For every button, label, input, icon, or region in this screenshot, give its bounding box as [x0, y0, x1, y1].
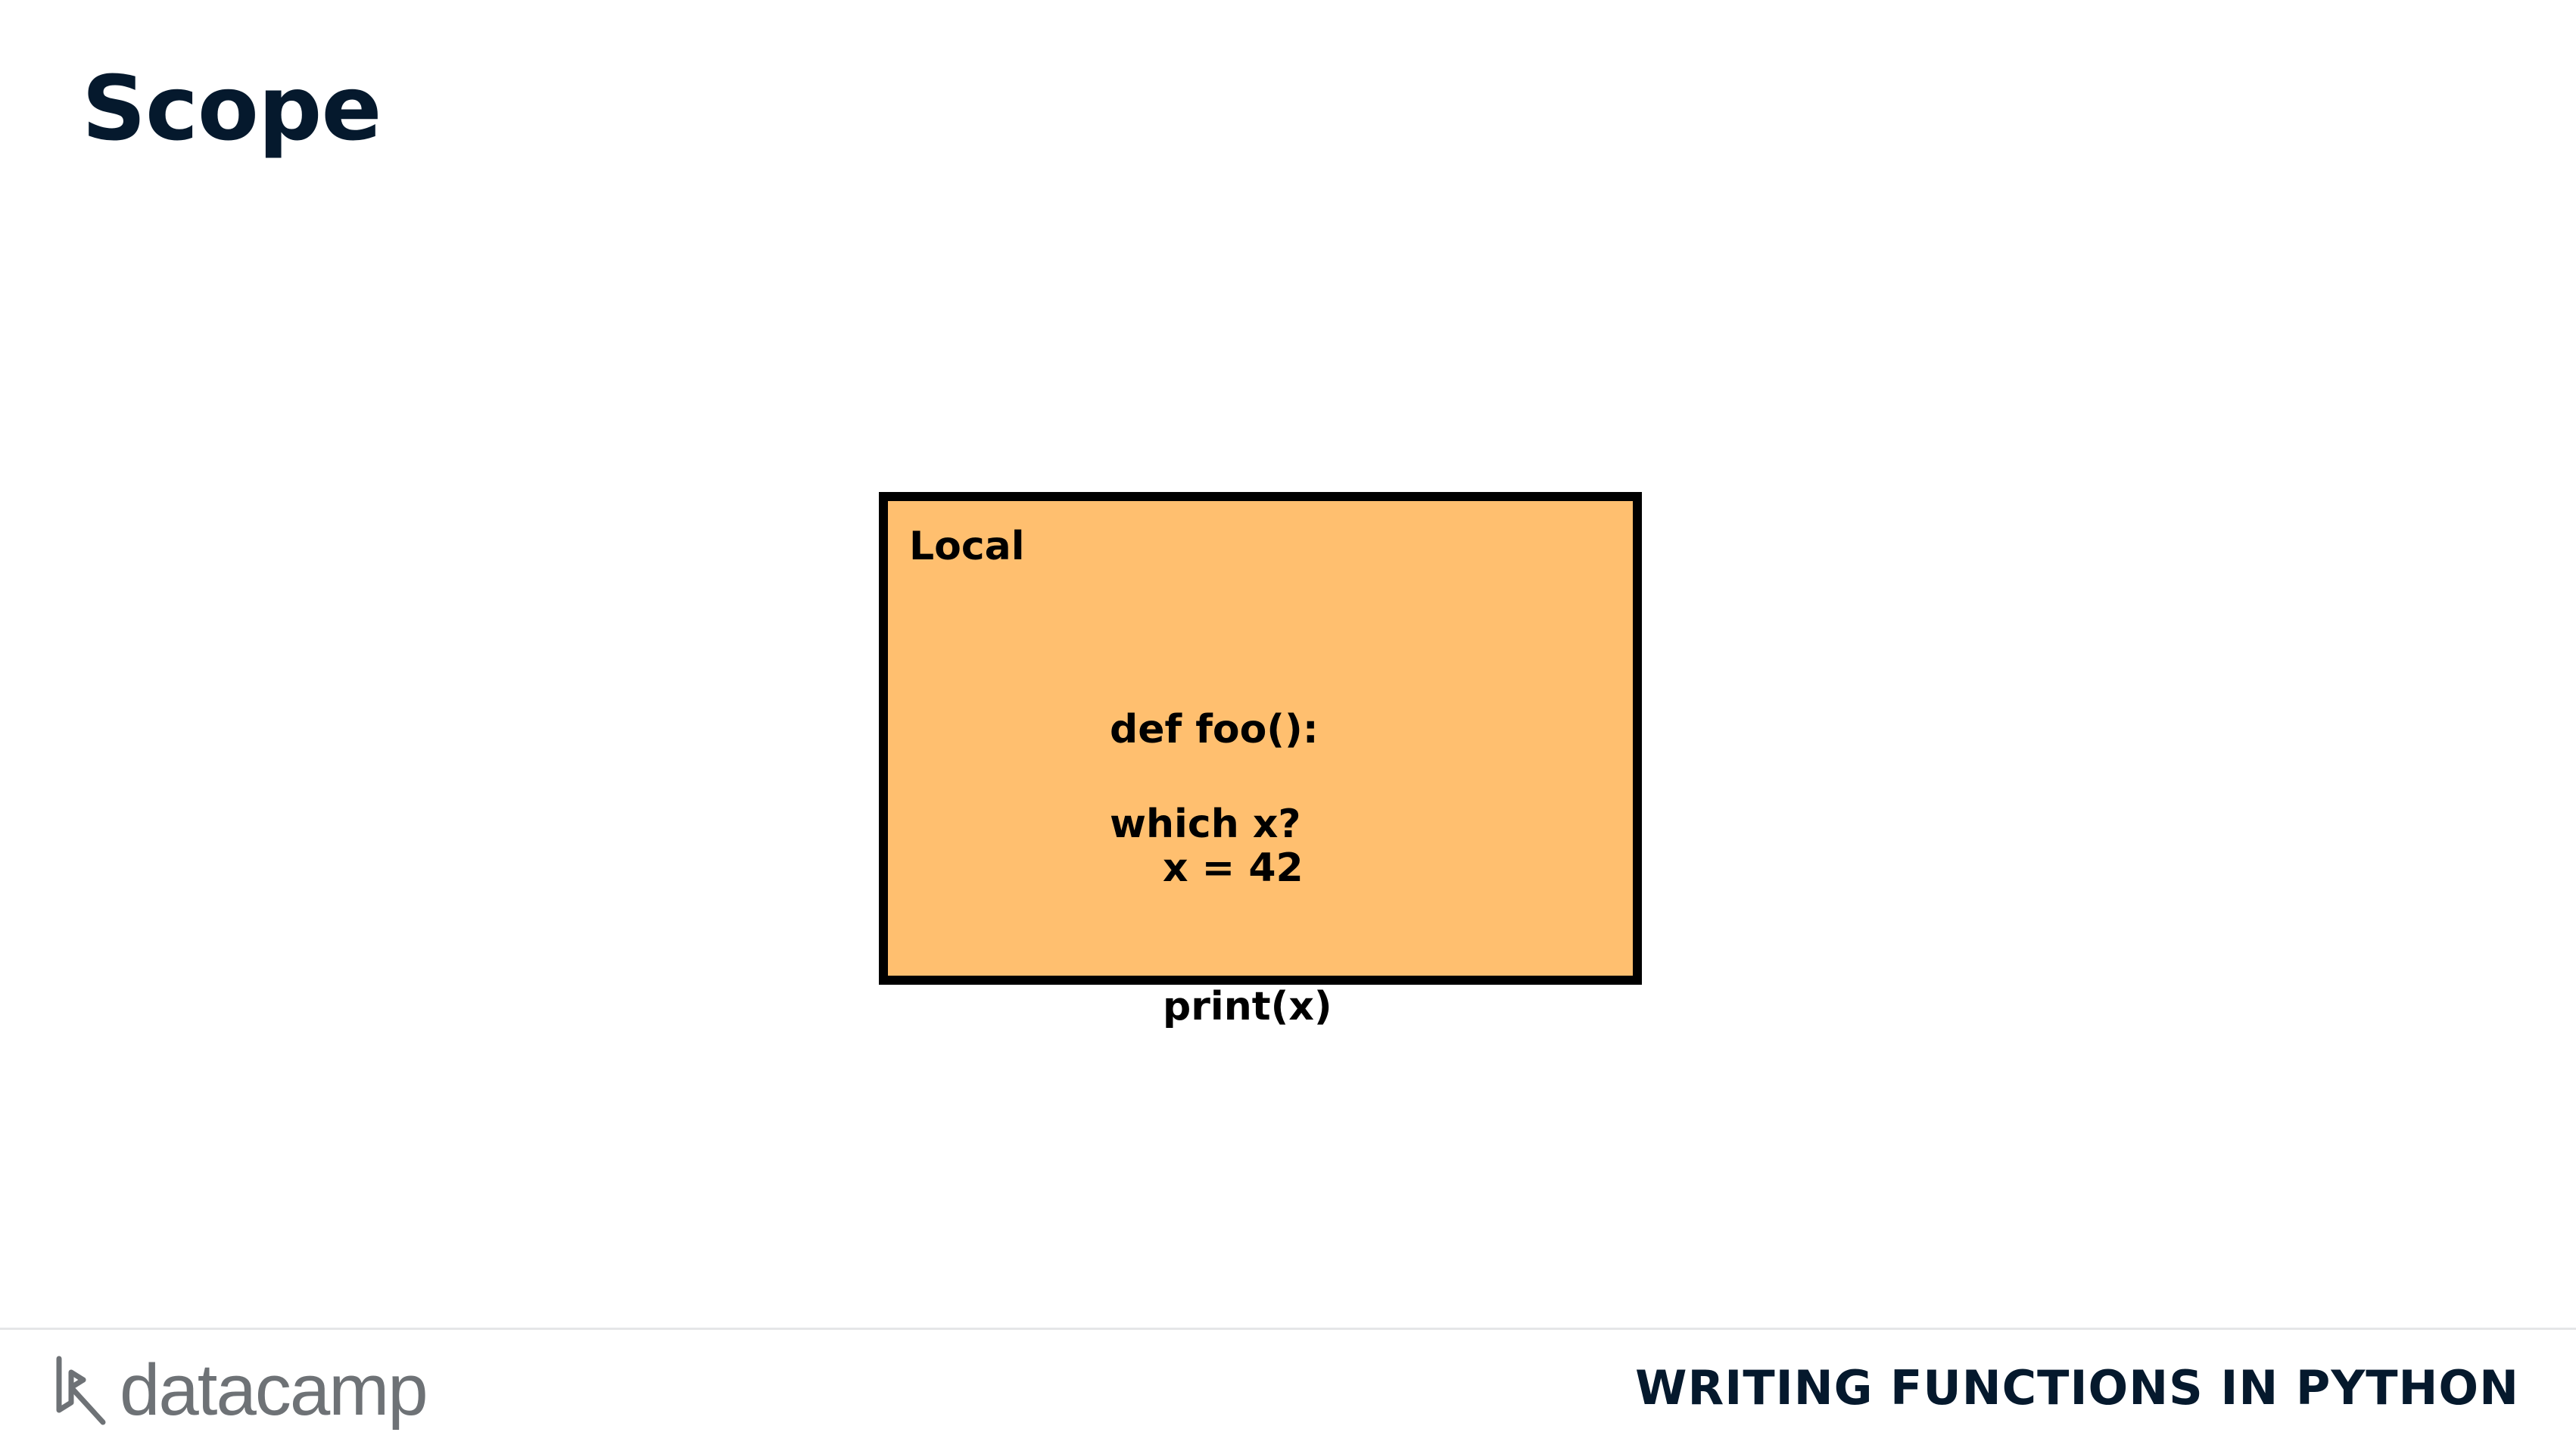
code-line: print(x)	[1163, 984, 1332, 1029]
code-line: x = 42	[1163, 845, 1304, 891]
datacamp-logo-icon	[56, 1356, 106, 1425]
code-line: def foo():	[1110, 707, 1319, 752]
course-title: WRITING FUNCTIONS IN PYTHON	[1635, 1360, 2519, 1415]
local-scope-box: Local def foo(): x = 42 print(x) which x…	[879, 492, 1642, 1029]
footer-divider	[0, 1328, 2576, 1330]
datacamp-logo: datacamp	[53, 1349, 428, 1432]
scope-label: Local	[909, 524, 1025, 569]
question-text: which x?	[1110, 802, 1301, 847]
slide-title: Scope	[82, 56, 382, 160]
code-block: def foo(): x = 42 print(x)	[1110, 615, 1332, 1123]
logo-wordmark: datacamp	[120, 1350, 428, 1431]
